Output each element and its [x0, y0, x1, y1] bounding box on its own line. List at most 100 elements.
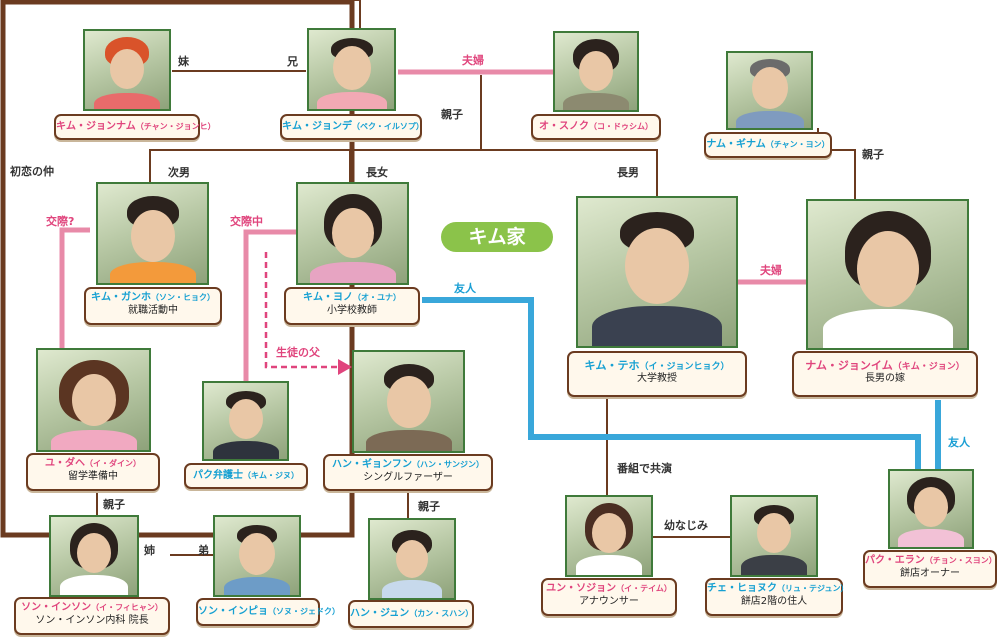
label-parent-child-4: 親子 — [418, 500, 440, 513]
plate-park-lawyer: パク弁護士（キム・ジヌ） — [184, 463, 308, 489]
label-co-host: 番組で共演 — [617, 462, 672, 475]
label-dating-question: 交際? — [46, 215, 75, 228]
actor-name: （イ・ダイン） — [85, 459, 141, 468]
photo-kim-teho — [576, 196, 738, 348]
name: ユ・ダヘ — [45, 458, 85, 469]
actor-name: （コ・ドゥシム） — [589, 122, 653, 131]
actor-name: （ソヌ・ジェドク） — [268, 607, 340, 616]
actor-name: （オ・ユナ） — [353, 293, 401, 302]
photo-han-jun — [368, 518, 456, 600]
photo-nam-ginam — [726, 51, 813, 130]
family-label: キム家 — [441, 222, 553, 252]
label-second-son: 次男 — [168, 166, 190, 179]
plate-han-jun: ハン・ジュン（カン・スハン） — [348, 600, 474, 628]
plate-yun-sojon: ユン・ソジョン（イ・テイム） アナウンサー — [541, 578, 677, 616]
photo-kim-jongde — [307, 28, 396, 111]
actor-name: （ハン・サンジン） — [411, 460, 484, 469]
role: 留学準備中 — [68, 470, 118, 482]
name: チェ・ヒョヌク — [707, 583, 777, 594]
label-childhood-friend: 幼なじみ — [664, 519, 708, 532]
label-older-sister: 姉 — [144, 544, 155, 557]
photo-yu-dahe — [36, 348, 151, 452]
photo-han-gyonfun — [352, 350, 465, 453]
label-parent-child-1: 親子 — [441, 108, 463, 121]
photo-che-hyonuku — [730, 495, 818, 577]
label-younger-brother: 弟 — [198, 544, 209, 557]
plate-kim-jongde: キム・ジョンデ（ペク・イルソプ） — [280, 114, 424, 140]
actor-name: （イ・フィヒャン） — [91, 603, 163, 612]
role: 就職活動中 — [128, 304, 178, 316]
label-older-brother: 兄 — [287, 55, 298, 68]
label-student-father: 生徒の父 — [276, 346, 320, 359]
name: ソン・インピョ — [198, 606, 268, 617]
photo-kim-yono — [296, 182, 409, 285]
actor-name: （チョン・スヨン） — [924, 556, 997, 565]
plate-kim-teho: キム・テホ（イ・ジョンヒョク） 大学教授 — [567, 351, 747, 397]
name: ハン・ギョンフン — [332, 459, 412, 470]
plate-park-eran: パク・エラン（チョン・スヨン） 餅店オーナー — [863, 550, 997, 588]
label-parent-child-3: 親子 — [103, 498, 125, 511]
actor-name: （キム・ジョン） — [892, 362, 965, 372]
name: ハン・ジュン — [350, 608, 410, 619]
label-parent-child-2: 親子 — [862, 148, 884, 161]
actor-name: （チャン・ヨン） — [765, 140, 830, 149]
name: キム・ジョンナム — [56, 121, 136, 132]
name: ユン・ソジョン — [546, 583, 617, 594]
role: 小学校教師 — [327, 304, 377, 316]
plate-kim-yono: キム・ヨノ（オ・ユナ） 小学校教師 — [284, 287, 420, 325]
name: オ・スノク — [539, 121, 589, 132]
name: キム・テホ — [584, 359, 640, 372]
actor-name: （ペク・イルソプ） — [352, 122, 424, 131]
line-dating-yono-park — [243, 229, 297, 381]
arrow-student-father — [338, 359, 352, 375]
label-married-couple-2: 夫婦 — [760, 264, 782, 277]
photo-nam-jongim — [806, 199, 969, 350]
plate-han-gyonfun: ハン・ギョンフン（ハン・サンジン） シングルファーザー — [323, 454, 493, 491]
actor-name: （チャン・ジョンヒ） — [135, 122, 216, 131]
actor-name: （イ・ジョンヒョク） — [639, 362, 730, 372]
label-married-couple-1: 夫婦 — [462, 54, 484, 67]
plate-kim-jongnam: キム・ジョンナム（チャン・ジョンヒ） — [54, 114, 216, 140]
role: 餅店オーナー — [900, 567, 960, 579]
actor-name: （ソン・ヒョク） — [151, 293, 215, 302]
plate-kim-ganho: キム・ガンホ（ソン・ヒョク） 就職活動中 — [84, 287, 222, 325]
label-dating: 交際中 — [230, 215, 263, 228]
name: ナム・ギナム — [706, 139, 766, 150]
role: 大学教授 — [637, 373, 677, 385]
photo-park-lawyer — [202, 381, 289, 461]
line-dating-ganho-dahe — [59, 227, 90, 348]
plate-che-hyonuku: チェ・ヒョヌク（リュ・テジュン） 餅店2階の住人 — [705, 578, 848, 616]
actor-name: （カン・スハン） — [409, 609, 474, 618]
photo-son-inpyo — [213, 515, 301, 597]
name: パク・エラン — [865, 555, 925, 566]
label-first-love: 初恋の仲 — [10, 165, 54, 178]
name: キム・ガンホ — [91, 292, 151, 303]
role: アナウンサー — [579, 595, 639, 607]
name: ソン・インソン — [21, 602, 92, 613]
plate-son-inpyo: ソン・インピョ（ソヌ・ジェドク） — [196, 598, 340, 626]
photo-kim-jongnam — [83, 29, 171, 111]
name: キム・ヨノ — [303, 292, 353, 303]
plate-yu-dahe: ユ・ダヘ（イ・ダイン） 留学準備中 — [26, 453, 160, 491]
photo-o-sunok — [553, 31, 639, 112]
label-friend-2: 友人 — [948, 436, 970, 449]
name: ナム・ジョンイム — [805, 359, 893, 372]
actor-name: （リュ・テジュン） — [777, 584, 849, 593]
role: シングルファーザー — [363, 471, 453, 483]
name: パク弁護士 — [193, 470, 243, 481]
role: 長男の嫁 — [865, 373, 905, 385]
photo-yun-sojon — [565, 495, 653, 577]
plate-nam-jongim: ナム・ジョンイム（キム・ジョン） 長男の嫁 — [792, 351, 978, 397]
name: キム・ジョンデ — [282, 121, 352, 132]
photo-kim-ganho — [96, 182, 209, 285]
photo-son-inson — [49, 515, 139, 597]
actor-name: （イ・テイム） — [616, 584, 672, 593]
plate-o-sunok: オ・スノク（コ・ドゥシム） — [531, 114, 661, 140]
actor-name: （キム・ジヌ） — [243, 471, 299, 480]
line-friend-yono-eran — [422, 297, 921, 469]
label-eldest-daughter: 長女 — [366, 166, 388, 179]
label-eldest-son: 長男 — [617, 166, 639, 179]
role: 餅店2階の住人 — [740, 595, 808, 607]
